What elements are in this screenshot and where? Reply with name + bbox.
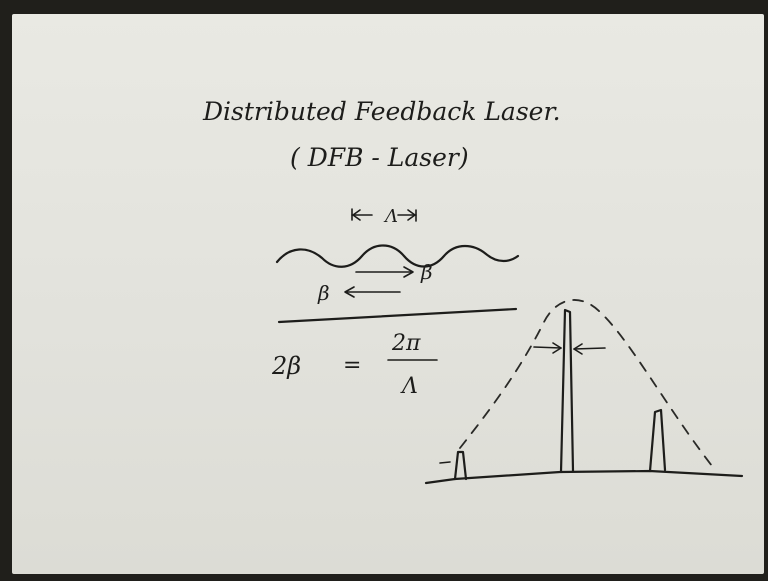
subtitle-text: ( DFB - Laser) [290,143,469,172]
right-side-mode [648,408,667,473]
beta-forward-label: β [420,260,433,284]
period-symbol: Λ [383,206,398,227]
backward-wave-arrow [344,286,401,298]
equation-lhs: 2β [271,352,301,380]
equation-equals: = [343,353,361,378]
main-lasing-mode [559,308,575,474]
title-text: Distributed Feedback Laser. [202,97,561,126]
substrate-line [277,307,518,324]
gain-envelope [459,299,713,467]
spectrum-sketch [424,299,744,485]
period-indicator [351,208,417,222]
beta-backward-label: β [317,281,330,305]
left-side-mode [453,450,468,481]
paper-sheet [12,14,764,574]
equation-numerator: 2π [391,331,421,356]
grating-corrugation [275,244,520,268]
spectrum-baseline [424,469,744,485]
equation-denominator: Λ [400,374,418,399]
forward-wave-arrow [355,266,414,278]
